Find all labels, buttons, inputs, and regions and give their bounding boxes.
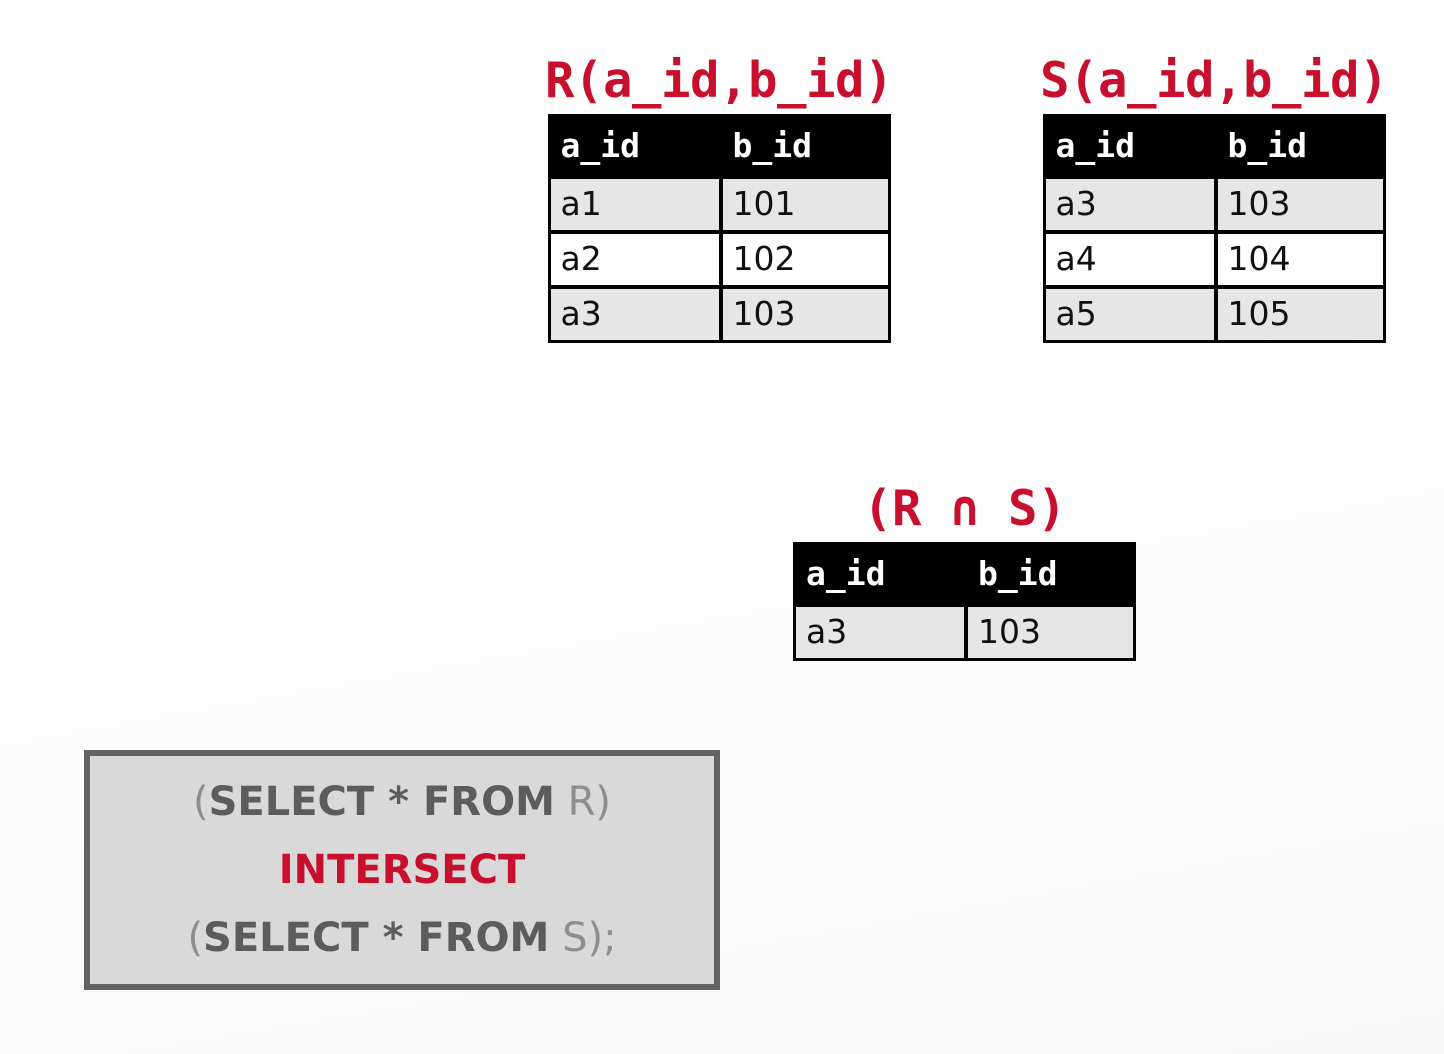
cell-a-id: a4: [1045, 230, 1218, 285]
table-header-row: a_id b_id: [1045, 117, 1383, 176]
table-row: a1 101: [550, 176, 888, 230]
cell-a-id: a3: [1045, 176, 1218, 230]
cell-a-id: a2: [550, 230, 723, 285]
sql-close-paren: ): [595, 779, 612, 825]
relation-table-s: a_id b_id a3 103 a4 104 a5 105: [1042, 114, 1386, 343]
column-header-a-id: a_id: [796, 545, 968, 604]
sql-operator-intersect: INTERSECT: [278, 847, 526, 893]
relation-block-r: R(a_id,b_id) a_id b_id a1 101 a2 102 a3: [545, 52, 894, 343]
sql-line-1: (SELECT * FROM R): [193, 768, 611, 836]
column-header-a-id: a_id: [1045, 117, 1218, 176]
cell-b-id: 103: [722, 285, 888, 340]
sql-table-r: R: [554, 779, 596, 825]
column-header-b-id: b_id: [722, 117, 888, 176]
relation-table-intersection: a_id b_id a3 103: [793, 542, 1136, 661]
sql-open-paren: (: [192, 779, 209, 825]
cell-b-id: 105: [1217, 285, 1383, 340]
relation-title-s: S(a_id,b_id): [1040, 52, 1389, 109]
cell-b-id: 104: [1217, 230, 1383, 285]
cell-b-id: 102: [722, 230, 888, 285]
table-header-row: a_id b_id: [796, 545, 1133, 604]
table-row: a3 103: [796, 604, 1133, 658]
table-row: a2 102: [550, 230, 888, 285]
sql-keyword-from: FROM: [417, 915, 550, 961]
cell-a-id: a3: [550, 285, 723, 340]
relation-block-intersection: (R ∩ S) a_id b_id a3 103: [793, 484, 1136, 661]
sql-close-paren: );: [587, 915, 617, 961]
sql-keyword-select: SELECT: [208, 779, 375, 825]
sql-line-3: (SELECT * FROM S);: [187, 904, 616, 972]
relation-title-intersection: (R ∩ S): [862, 480, 1067, 537]
cell-b-id: 101: [722, 176, 888, 230]
table-row: a3 103: [1045, 176, 1383, 230]
sql-keyword-select: SELECT: [203, 915, 369, 961]
column-header-a-id: a_id: [550, 117, 723, 176]
relation-block-s: S(a_id,b_id) a_id b_id a3 103 a4 104 a5: [1040, 52, 1389, 343]
cell-a-id: a1: [550, 176, 723, 230]
sql-star: *: [368, 915, 418, 961]
cell-b-id: 103: [1217, 176, 1383, 230]
sql-keyword-from: FROM: [422, 779, 555, 825]
relation-table-r: a_id b_id a1 101 a2 102 a3 103: [547, 114, 891, 343]
sql-code-box: (SELECT * FROM R) INTERSECT (SELECT * FR…: [84, 750, 720, 990]
sql-star: *: [374, 779, 423, 825]
table-header-row: a_id b_id: [550, 117, 888, 176]
relation-title-r: R(a_id,b_id): [545, 52, 894, 109]
table-row: a5 105: [1045, 285, 1383, 340]
column-header-b-id: b_id: [1217, 117, 1383, 176]
cell-b-id: 103: [968, 604, 1133, 658]
cell-a-id: a3: [796, 604, 968, 658]
table-row: a4 104: [1045, 230, 1383, 285]
sql-table-s: S: [549, 915, 588, 961]
sql-line-2: INTERSECT: [279, 836, 526, 904]
table-row: a3 103: [550, 285, 888, 340]
column-header-b-id: b_id: [968, 545, 1133, 604]
cell-a-id: a5: [1045, 285, 1218, 340]
sql-open-paren: (: [187, 915, 204, 961]
